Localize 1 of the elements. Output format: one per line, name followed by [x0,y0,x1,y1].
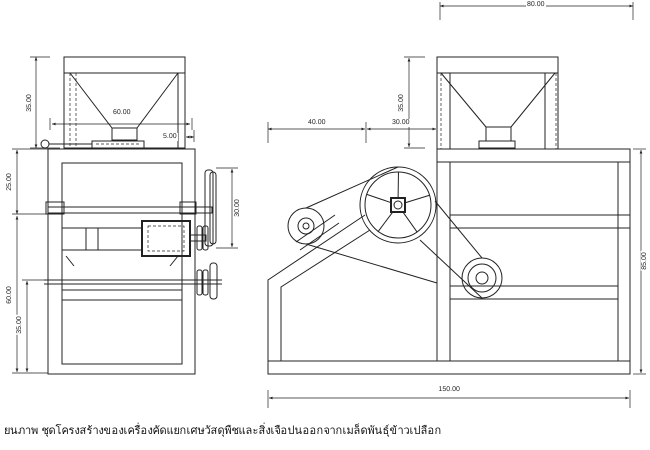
caption: ยนภาพ ชุดโครงสร้างของเครื่องคัดแยกเศษวัสดุพืชและสิ่งเจือปนออกจากเมล็ดพันธุ์ข้าวเปลือก [4,424,442,438]
